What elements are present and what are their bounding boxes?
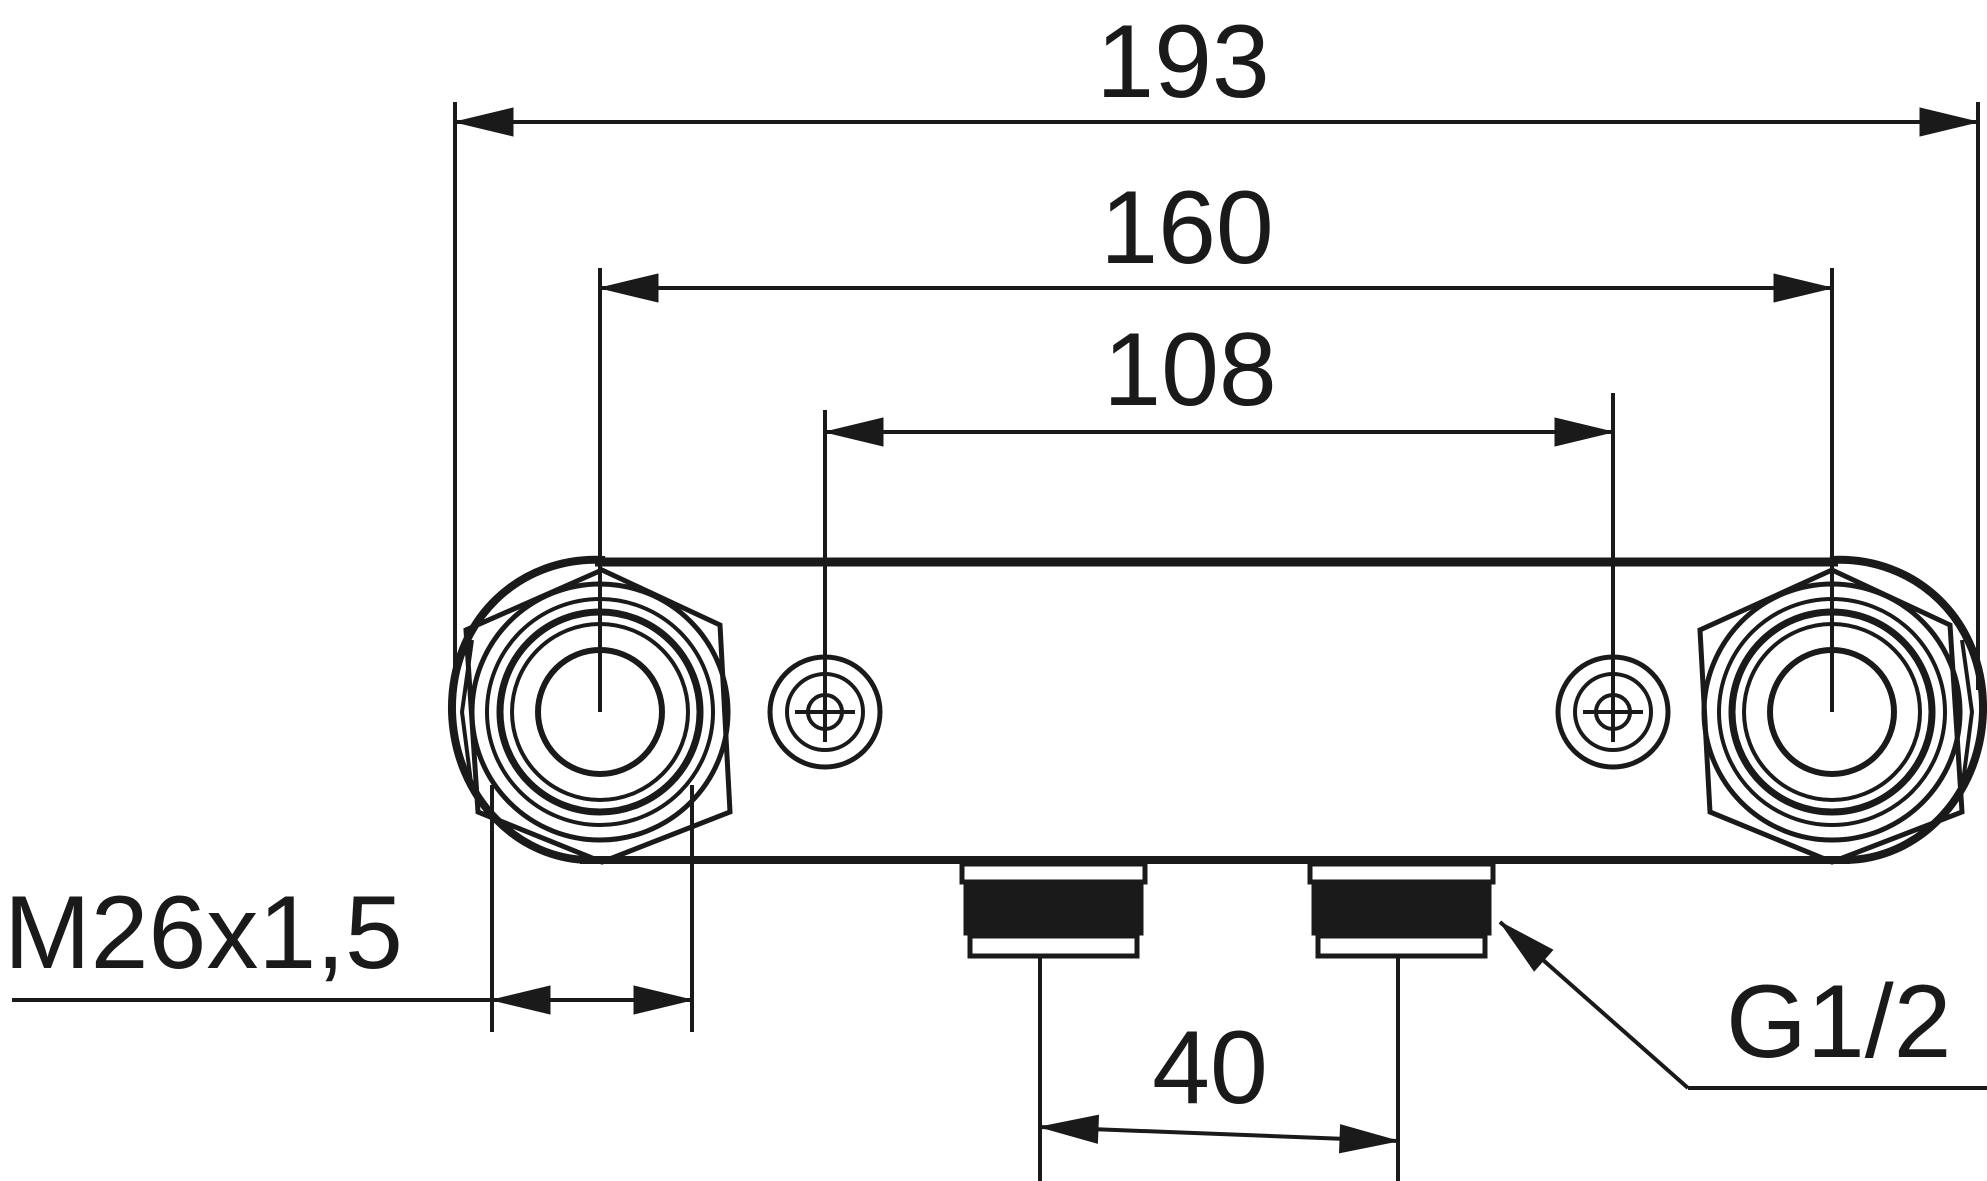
- left-outlet-thread: [959, 861, 1148, 959]
- dimension-overall-width-label: 193: [1096, 4, 1270, 120]
- dimension-inlet-centers: [598, 268, 1834, 712]
- dimension-inlet-centers-label: 160: [1100, 170, 1274, 286]
- dimension-outlet-spacing-label: 40: [1152, 1010, 1268, 1126]
- inlet-thread-label: M26x1,5: [4, 875, 403, 991]
- dimension-overall-width: [453, 102, 1980, 690]
- mounting-plate: [580, 557, 1850, 864]
- dimension-outlet-spacing: [1038, 958, 1400, 1181]
- outlet-thread-label: G1/2: [1726, 964, 1951, 1080]
- callout-outlet-thread: [1498, 920, 1987, 1090]
- dimension-screw-spacing: [823, 393, 1615, 735]
- right-outlet-thread: [1307, 861, 1496, 959]
- right-inlet-connection: [1697, 555, 1987, 865]
- callout-inlet-thread: [12, 785, 694, 1032]
- dimension-screw-spacing-label: 108: [1103, 312, 1277, 428]
